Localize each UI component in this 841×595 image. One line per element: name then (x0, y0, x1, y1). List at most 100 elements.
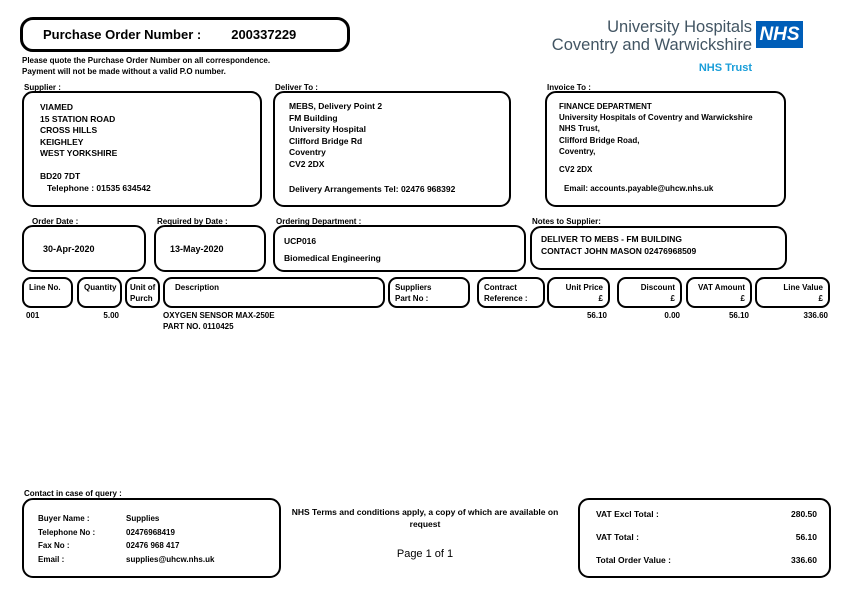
item-description: OXYGEN SENSOR MAX-250E PART NO. 0110425 (163, 310, 385, 332)
deliver-line: University Hospital (289, 124, 366, 135)
deliver-line: CV2 2DX (289, 158, 325, 169)
supplier-line: CROSS HILLS (40, 125, 98, 136)
page-number: Page 1 of 1 (396, 548, 454, 560)
invoice-line: NHS Trust, (559, 124, 600, 134)
col-header-description: Description (163, 277, 385, 308)
col-header-label: Contract (484, 283, 517, 292)
item-discount: 0.00 (664, 311, 680, 320)
contact-row-label: Buyer Name : (38, 514, 90, 523)
department-name: Biomedical Engineering (284, 253, 381, 263)
contact-query-label: Contact in case of query : (24, 489, 122, 498)
required-by-value: 13-May-2020 (170, 243, 224, 254)
invoice-line: University Hospitals of Coventry and War… (559, 113, 753, 123)
col-header-label: Discount (640, 283, 675, 292)
col-header-label: Part No : (395, 294, 429, 303)
contact-row-value: 02476968419 (126, 527, 175, 537)
ordering-department-label: Ordering Department : (276, 217, 362, 226)
supplier-postcode: BD20 7DT (40, 170, 81, 181)
invoice-line: FINANCE DEPARTMENT (559, 102, 652, 111)
col-header-label: Unit Price (565, 283, 603, 292)
po-number-label: Purchase Order Number : (43, 27, 202, 42)
order-date-value: 30-Apr-2020 (43, 243, 95, 254)
supplier-line: WEST YORKSHIRE (40, 148, 118, 159)
po-note-2: Payment will not be made without a valid… (22, 67, 226, 76)
po-number-value: 200337229 (231, 27, 297, 42)
supplier-line: KEIGHLEY (40, 136, 84, 147)
col-header-label: Suppliers (395, 283, 432, 292)
contact-row-label: Fax No : (38, 541, 70, 550)
nhs-logo-text: NHS (759, 23, 800, 45)
department-code: UCP016 (284, 236, 317, 246)
col-header-label: Reference : (484, 294, 528, 303)
col-header-contract-reference: Contract Reference : (477, 277, 545, 308)
notes-line-1: DELIVER TO MEBS - FM BUILDING (541, 234, 683, 244)
delivery-arrangements: Delivery Arrangements Tel: 02476 968392 (289, 183, 456, 194)
col-header-unit-of-purch: Unit of Purch (125, 277, 160, 308)
col-header-label: Quantity (84, 283, 117, 292)
order-date-label: Order Date : (32, 217, 79, 226)
supplier-box: VIAMED 15 STATION ROAD CROSS HILLS KEIGH… (22, 91, 262, 207)
notes-line-2: CONTACT JOHN MASON 02476968509 (541, 245, 697, 256)
po-notes: Please quote the Purchase Order Number o… (22, 55, 270, 77)
required-by-label: Required by Date : (157, 217, 228, 226)
supplier-line: 15 STATION ROAD (40, 113, 116, 124)
item-unit-price: 56.10 (586, 311, 607, 320)
deliver-line: FM Building (289, 112, 338, 123)
supplier-section-label: Supplier : (24, 83, 61, 92)
order-date-box: 30-Apr-2020 (22, 225, 146, 272)
contact-row-label: Telephone No : (38, 527, 96, 537)
notes-to-supplier-label: Notes to Supplier: (532, 217, 601, 226)
col-header-label: £ (740, 294, 745, 303)
col-header-unit-price: Unit Price £ (547, 277, 610, 308)
total-value: 56.10 (795, 532, 817, 542)
total-row: VAT Total : 56.10 (596, 532, 817, 542)
po-note-1: Please quote the Purchase Order Number o… (22, 56, 271, 65)
contact-row-value: Supplies (126, 514, 160, 523)
total-value: 336.60 (791, 555, 817, 565)
deliver-line: Coventry (289, 147, 326, 158)
contact-row-value: supplies@uhcw.nhs.uk (126, 554, 215, 564)
ordering-department-box: UCP016 Biomedical Engineering (273, 225, 526, 272)
col-header-label: Unit of (130, 283, 156, 292)
invoice-to-box: FINANCE DEPARTMENT University Hospitals … (545, 91, 786, 207)
item-description-line-2: PART NO. 0110425 (163, 322, 234, 331)
nhs-logo: NHS (756, 21, 803, 48)
po-number-box: Purchase Order Number : 200337229 (20, 17, 350, 52)
col-header-suppliers-part-no: Suppliers Part No : (388, 277, 470, 308)
invoice-line: Clifford Bridge Road, (559, 135, 640, 145)
contact-row-label: Email : (38, 554, 65, 564)
total-label: Total Order Value : (596, 555, 671, 565)
invoice-line: Coventry, (559, 146, 596, 156)
invoice-postcode: CV2 2DX (559, 165, 593, 175)
col-header-discount: Discount £ (617, 277, 682, 308)
supplier-line: VIAMED (40, 102, 74, 112)
item-quantity: 5.00 (103, 311, 119, 320)
total-row: VAT Excl Total : 280.50 (596, 509, 817, 519)
required-by-box: 13-May-2020 (154, 225, 266, 272)
total-label: VAT Total : (596, 532, 639, 542)
deliver-to-section-label: Deliver To : (275, 83, 318, 92)
item-line-value: 336.60 (803, 311, 828, 320)
col-header-line-value: Line Value £ (755, 277, 830, 308)
invoice-email: Email: accounts.payable@uhcw.nhs.uk (564, 184, 714, 194)
total-row: Total Order Value : 336.60 (596, 555, 817, 565)
contact-box: Buyer Name : Supplies Telephone No : 024… (22, 498, 281, 578)
col-header-line-no: Line No. (22, 277, 73, 308)
item-line-no: 001 (26, 311, 40, 320)
col-header-quantity: Quantity (77, 277, 122, 308)
contact-row: Buyer Name : Supplies (38, 512, 279, 526)
col-header-label: Purch (130, 294, 153, 303)
trust-name-line-1: University Hospitals (607, 18, 752, 36)
col-header-label: Line Value (783, 283, 823, 292)
contact-row-value: 02476 968 417 (126, 541, 180, 550)
col-header-label: Description (175, 283, 220, 292)
total-value: 280.50 (791, 509, 817, 519)
col-header-label: £ (818, 294, 823, 303)
total-label: VAT Excl Total : (596, 509, 659, 519)
deliver-line: MEBS, Delivery Point 2 (289, 101, 383, 111)
col-header-label: £ (670, 294, 675, 303)
deliver-to-box: MEBS, Delivery Point 2 FM Building Unive… (273, 91, 511, 207)
supplier-telephone: Telephone : 01535 634542 (47, 182, 151, 193)
trust-name: University Hospitals Coventry and Warwic… (430, 18, 752, 54)
deliver-line: Clifford Bridge Rd (289, 135, 363, 146)
